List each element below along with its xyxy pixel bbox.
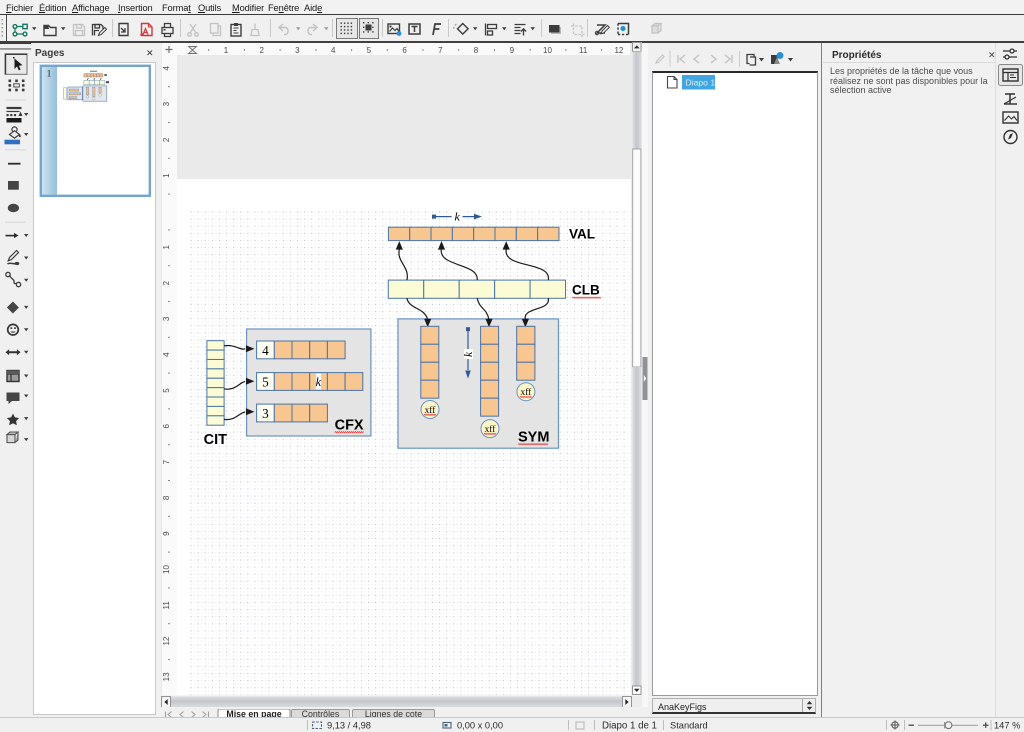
svg-text:Contrôles: Contrôles: [302, 709, 340, 719]
svg-text:7: 7: [438, 46, 443, 55]
svg-text:13: 13: [162, 672, 171, 681]
svg-text:11: 11: [579, 46, 588, 55]
svg-text:k: k: [316, 375, 322, 389]
svg-text:VAL: VAL: [569, 227, 595, 242]
svg-text:3: 3: [295, 46, 300, 55]
svg-text:2: 2: [259, 46, 264, 55]
svg-text:5: 5: [262, 374, 269, 389]
svg-text:5: 5: [367, 46, 372, 55]
svg-text:12: 12: [614, 46, 623, 55]
svg-text:1: 1: [162, 173, 171, 178]
svg-text:xff: xff: [425, 405, 437, 416]
svg-text:3: 3: [162, 101, 171, 106]
svg-text:Mise en page: Mise en page: [226, 709, 281, 719]
svg-text:10: 10: [543, 46, 552, 55]
svg-text:xff: xff: [485, 424, 497, 435]
svg-text:4: 4: [331, 46, 336, 55]
svg-text:1: 1: [47, 70, 52, 80]
svg-text:9: 9: [162, 531, 171, 536]
svg-text:Diapo 1: Diapo 1: [686, 77, 716, 87]
svg-text:3: 3: [162, 316, 171, 321]
svg-text:9: 9: [510, 46, 515, 55]
svg-text:1: 1: [224, 46, 229, 55]
svg-text:7: 7: [162, 459, 171, 464]
svg-text:CFX: CFX: [335, 418, 364, 434]
svg-text:8: 8: [474, 46, 479, 55]
svg-text:3: 3: [262, 406, 269, 421]
svg-text:4: 4: [162, 352, 171, 357]
svg-text:CIT: CIT: [204, 432, 228, 448]
svg-text:4: 4: [162, 66, 171, 71]
svg-text:147 %: 147 %: [994, 721, 1020, 731]
svg-text:4: 4: [262, 343, 269, 358]
svg-text:2: 2: [162, 280, 171, 285]
svg-text:xff: xff: [521, 387, 533, 398]
svg-text:0,00 x 0,00: 0,00 x 0,00: [457, 721, 503, 731]
svg-text:SYM: SYM: [518, 430, 549, 446]
svg-text:6: 6: [402, 46, 407, 55]
svg-text:CLB: CLB: [572, 283, 600, 298]
svg-text:1: 1: [162, 245, 171, 250]
svg-text:8: 8: [162, 495, 171, 500]
svg-text:11: 11: [162, 601, 171, 610]
svg-text:9,13 / 4,98: 9,13 / 4,98: [327, 721, 371, 731]
svg-text:k: k: [455, 210, 461, 224]
svg-text:k: k: [463, 351, 475, 357]
svg-text:5: 5: [162, 388, 171, 393]
svg-text:10: 10: [162, 565, 171, 574]
svg-text:6: 6: [162, 424, 171, 429]
svg-text:Diapo 1 de 1: Diapo 1 de 1: [602, 721, 657, 732]
svg-text:2: 2: [162, 137, 171, 142]
svg-text:Standard: Standard: [670, 721, 708, 731]
svg-text:Lignes de cote: Lignes de cote: [365, 709, 422, 719]
svg-text:12: 12: [162, 636, 171, 645]
